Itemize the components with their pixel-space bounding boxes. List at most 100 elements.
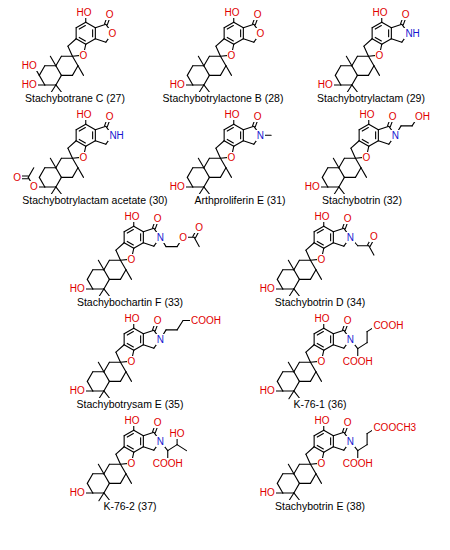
bond-line <box>120 270 126 280</box>
bond-line <box>104 474 110 484</box>
atom-label: HO <box>124 415 141 426</box>
bond-line <box>294 474 300 484</box>
bond-line <box>124 232 125 243</box>
bond-line <box>240 30 241 37</box>
bond-line <box>134 345 144 351</box>
atom-label: COOH <box>342 356 374 367</box>
bond-line <box>388 30 389 37</box>
bond-line <box>98 260 104 270</box>
bond-line <box>299 464 310 465</box>
bond-line <box>216 148 221 158</box>
bond-line <box>372 28 373 39</box>
bond-line <box>401 125 412 126</box>
bond-line <box>109 260 120 261</box>
bond-line <box>328 186 339 187</box>
bond-line <box>56 158 62 168</box>
bond-line <box>333 243 344 246</box>
bond-line <box>204 177 210 187</box>
bond-line <box>204 66 210 76</box>
bond-line <box>177 445 186 451</box>
atom-label: N <box>156 334 165 345</box>
bond-line <box>134 430 144 436</box>
bond-line <box>288 464 294 474</box>
bond-line <box>277 270 283 280</box>
bond-line <box>45 186 56 187</box>
bond-line <box>143 232 144 243</box>
bond-line <box>220 168 226 178</box>
bond-line <box>317 445 323 449</box>
bond-line <box>358 343 367 349</box>
bond-line <box>50 158 56 168</box>
atom-label: HO <box>314 313 331 324</box>
atom-label: HO <box>314 415 331 426</box>
bond-line <box>126 270 132 280</box>
bond-line <box>364 46 369 56</box>
atom-label: HO <box>259 283 276 294</box>
bond-line <box>104 270 110 280</box>
bond-line <box>299 483 310 484</box>
bond-line <box>79 26 85 30</box>
bond-line <box>224 124 234 130</box>
bond-line <box>359 124 369 130</box>
compound-name: Stachybotrin (32) <box>321 194 403 207</box>
bond-line <box>357 56 368 57</box>
atom-label: N <box>256 130 265 141</box>
bond-line <box>193 186 204 187</box>
bond-line <box>76 28 77 39</box>
bond-line <box>104 381 110 391</box>
bond-line <box>124 447 134 453</box>
bond-line <box>382 22 392 28</box>
atom-label: NH <box>108 130 124 141</box>
atom-label: HO <box>169 79 186 90</box>
atom-label: HO <box>259 385 276 396</box>
bond-line <box>116 352 121 362</box>
bond-line <box>227 128 233 132</box>
bond-line <box>310 260 316 270</box>
atom-label: N <box>346 232 355 243</box>
bond-line <box>375 26 381 30</box>
bond-line <box>346 56 352 66</box>
atom-label: HO <box>304 181 321 192</box>
atom-label: O <box>127 458 137 469</box>
bond-line <box>143 334 144 345</box>
bond-line <box>124 328 134 334</box>
bond-line <box>294 362 300 372</box>
atom-label: HO <box>359 109 376 120</box>
bond-line <box>127 343 133 347</box>
bond-line <box>95 28 96 39</box>
atom-label: HO <box>69 385 86 396</box>
atom-label: O <box>79 152 89 163</box>
bond-line <box>116 447 124 454</box>
bond-line <box>314 243 324 249</box>
bond-line <box>306 345 314 352</box>
bond-line <box>306 454 311 464</box>
bond-line <box>134 243 144 249</box>
bond-line <box>204 168 210 178</box>
bond-line <box>187 75 193 85</box>
atom-label: COOCH3 <box>372 422 417 433</box>
bond-line <box>283 390 294 391</box>
bond-line <box>314 232 315 243</box>
bond-line <box>234 124 244 130</box>
atom-label: COOH <box>342 458 374 469</box>
atom-label: N <box>156 436 165 447</box>
atom-label: COOH <box>372 320 404 331</box>
bond-line <box>333 436 334 447</box>
bond-line <box>234 141 244 147</box>
bond-line <box>234 39 244 45</box>
bond-line <box>314 226 324 232</box>
bond-line <box>355 158 361 168</box>
bond-line <box>294 464 300 474</box>
bond-line <box>372 39 382 45</box>
bond-line <box>330 234 331 241</box>
compound-name: Stachybotrane C (27) <box>24 92 126 105</box>
bond-line <box>359 130 360 141</box>
bond-line <box>374 66 380 76</box>
compound-name: K-76-1 (36) <box>292 398 347 411</box>
bond-line <box>367 332 368 343</box>
atom-label: O <box>105 111 115 122</box>
bond-line <box>369 246 374 255</box>
bond-line <box>56 66 62 76</box>
bond-line <box>95 141 106 144</box>
bond-line <box>375 132 376 139</box>
